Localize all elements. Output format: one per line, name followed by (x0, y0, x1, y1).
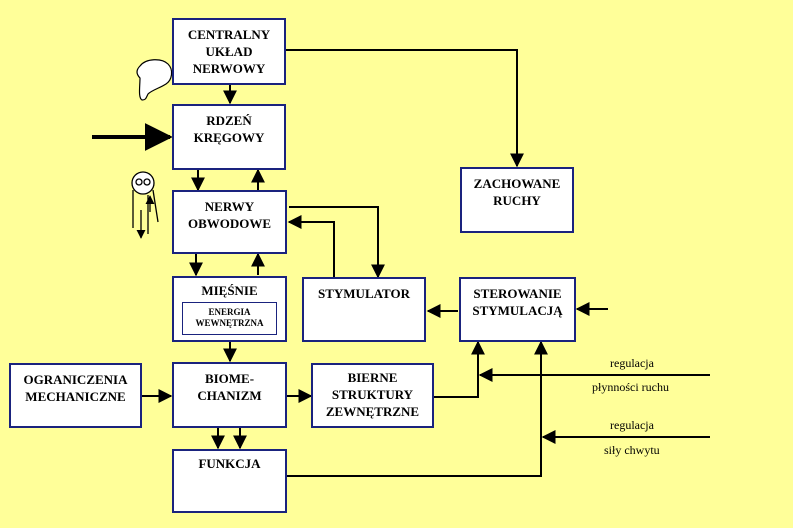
label-biomechanism: BIOME- CHANIZM (197, 371, 262, 403)
box-peripheral-nerves: NERWY OBWODOWE (172, 190, 287, 254)
brain-icon (136, 59, 173, 101)
note-regulation-grip-1: regulacja (610, 418, 654, 432)
arrow-passive-to-control (434, 340, 485, 398)
arrow-function-to-control (287, 340, 548, 477)
spinal-reflex-icon (131, 171, 159, 239)
label-central-nervous-system: CENTRALNY UKŁAD NERWOWY (187, 27, 271, 76)
label-stimulation-control: STEROWANIE STYMULACJĄ (472, 286, 563, 318)
label-passive-structures: BIERNE STRUKTURY ZEWNĘTRZNE (325, 370, 420, 419)
box-spinal-cord: RDZEŃ KRĘGOWY (172, 104, 286, 170)
box-central-nervous-system: CENTRALNY UKŁAD NERWOWY (172, 18, 286, 85)
arrow-nerves-to-stimulator (289, 206, 385, 279)
box-preserved-movements: ZACHOWANE RUCHY (460, 167, 574, 233)
box-mechanical-limits: OGRANICZENIA MECHANICZNE (9, 363, 142, 428)
box-stimulation-control: STEROWANIE STYMULACJĄ (459, 277, 576, 342)
box-function: FUNKCJA (172, 449, 287, 513)
label-muscles: MIĘŚNIE (201, 283, 258, 298)
label-stimulator: STYMULATOR (318, 286, 410, 301)
box-passive-structures: BIERNE STRUKTURY ZEWNĘTRZNE (311, 363, 434, 428)
arrow-stimulator-to-nerves (287, 215, 335, 277)
label-internal-energy: ENERGIA WEWNĘTRZNA (195, 307, 264, 328)
note-regulation-smoothness-2: płynności ruchu (592, 380, 669, 394)
label-peripheral-nerves: NERWY OBWODOWE (187, 199, 272, 231)
label-mechanical-limits: OGRANICZENIA MECHANICZNE (23, 372, 128, 404)
label-spinal-cord: RDZEŃ KRĘGOWY (193, 113, 265, 145)
box-internal-energy: ENERGIA WEWNĘTRZNA (182, 302, 277, 335)
label-preserved-movements: ZACHOWANE RUCHY (473, 176, 561, 208)
note-regulation-smoothness-1: regulacja (610, 356, 654, 370)
box-biomechanism: BIOME- CHANIZM (172, 362, 287, 428)
label-function: FUNKCJA (198, 456, 261, 471)
box-stimulator: STYMULATOR (302, 277, 426, 342)
note-regulation-grip-2: siły chwytu (604, 443, 660, 457)
arrow-cns-to-preserved (286, 49, 524, 168)
box-muscles: MIĘŚNIE ENERGIA WEWNĘTRZNA (172, 276, 287, 342)
